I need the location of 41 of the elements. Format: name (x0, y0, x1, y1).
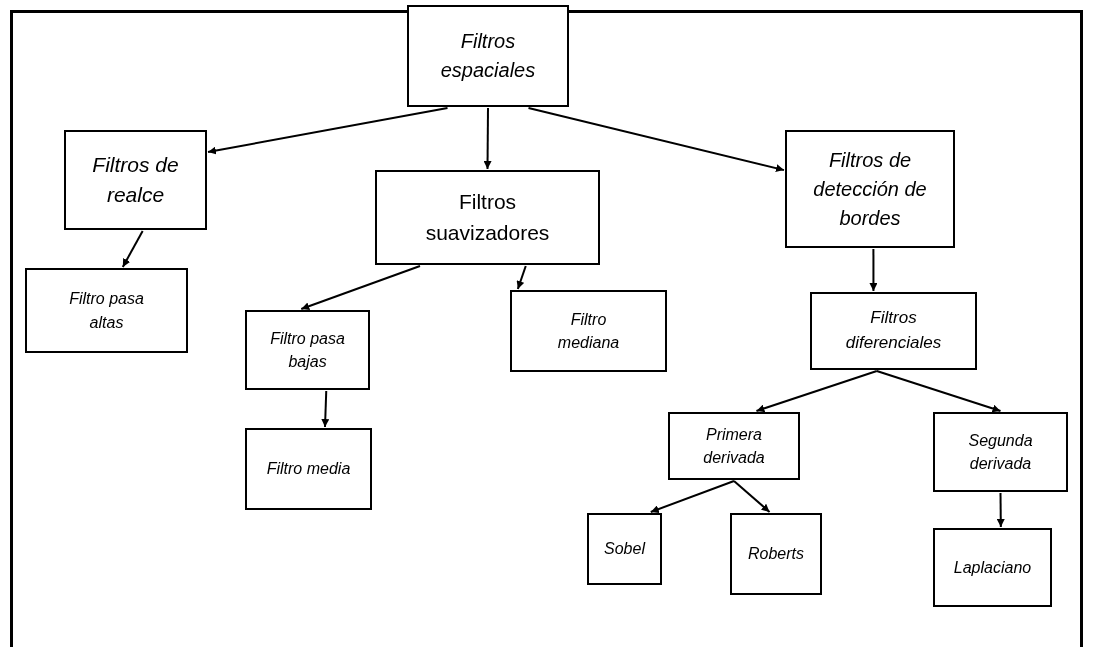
node-label: Primera derivada (702, 424, 766, 468)
node-label: Roberts (748, 544, 804, 565)
arrow (733, 480, 771, 513)
node-label: Filtros diferenciales (844, 307, 943, 354)
node-label: Filtros de realce (91, 151, 180, 208)
arrow (207, 107, 449, 155)
arrow (483, 107, 492, 170)
filter-box (933, 528, 1052, 607)
arrow (121, 230, 144, 268)
node-label: Segunda derivada (967, 430, 1034, 474)
arrow (321, 390, 330, 428)
arrow (527, 107, 785, 173)
filter-box (245, 428, 372, 510)
filter-box (668, 412, 800, 480)
filter-box (730, 513, 822, 595)
arrow (649, 480, 735, 513)
node-label: Filtro pasa bajas (269, 328, 346, 372)
filter-box (64, 130, 207, 230)
filter-box (407, 5, 569, 107)
node-label: Filtros de detección de bordes (812, 147, 928, 231)
filter-box (375, 170, 600, 265)
node-label: Filtro pasa altas (68, 289, 145, 333)
node-label: Sobel (604, 539, 645, 560)
node-label: Filtros espaciales (439, 29, 537, 83)
filter-box (25, 268, 188, 353)
filter-box (510, 290, 667, 372)
filter-box (785, 130, 955, 248)
arrow (996, 492, 1005, 528)
arrow (300, 265, 421, 311)
node-label: Filtros suavizadores (424, 189, 551, 246)
arrow (516, 265, 527, 290)
node-label: Laplaciano (953, 557, 1032, 578)
filter-box (587, 513, 662, 585)
arrow (869, 248, 878, 292)
node-label: Filtro mediana (556, 309, 621, 353)
filter-box (245, 310, 370, 390)
arrow (875, 370, 1002, 413)
filter-box (933, 412, 1068, 492)
node-label: Filtro media (266, 459, 351, 480)
arrow (755, 370, 878, 413)
filter-box (810, 292, 977, 370)
